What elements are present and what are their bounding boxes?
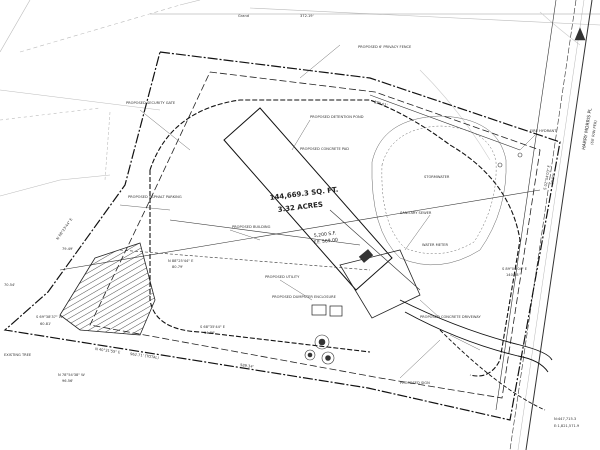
- bottom-left-bearing: N 78°54'38" W: [58, 373, 85, 377]
- note-building: PROPOSED BUILDING: [232, 225, 271, 229]
- driveway: [399, 299, 553, 411]
- note-utility: PROPOSED UTILITY: [265, 275, 300, 279]
- north-arrow-icon: [574, 27, 586, 41]
- note-fence: PROPOSED 6' PRIVACY FENCE: [358, 45, 412, 49]
- note-sign: PROPOSED SIGN: [400, 381, 430, 385]
- setback-lines: [89, 71, 541, 399]
- bearing-lower-left: S 69°38'37" W: [36, 315, 63, 319]
- note-tree: EXISTING TREE: [4, 353, 32, 357]
- coord-n: N:447,715.3: [554, 417, 576, 421]
- proposed-building: [223, 107, 421, 319]
- property-boundary: [3, 51, 561, 421]
- right-dim2: 20.00': [550, 173, 556, 185]
- building-area-label: 5,200 S.F.: [314, 230, 337, 239]
- coord-e: E:1,821,571.9: [554, 424, 580, 428]
- stormwater-label: STORMWATER: [424, 175, 450, 179]
- bearing-top: 289.61': [374, 100, 388, 107]
- leader-lines: [119, 44, 536, 379]
- bottom-bearing: N 40°31'55" E: [95, 347, 121, 355]
- existing-trees: [304, 152, 523, 365]
- note-parking: PROPOSED ASPHALT PARKING: [128, 195, 182, 199]
- road-right-label2: (60' R/W PER): [590, 119, 598, 145]
- right-bearing: S 89°04'04" E: [502, 267, 528, 271]
- dumpster-enclosure: [311, 304, 343, 317]
- note-water-meter: WATER METER: [422, 243, 448, 247]
- bottom-dim: 589.34': [240, 363, 254, 369]
- dim-lower-left: 60.81': [40, 322, 51, 326]
- note-concrete-pad: PROPOSED CONCRETE PAD: [300, 147, 349, 151]
- dim-inner: 80.79': [172, 265, 183, 269]
- dim-left2: 70.54': [4, 283, 15, 287]
- bottom-total: 962.71' (TOTAL): [130, 352, 160, 360]
- note-dumpster: PROPOSED DUMPSTER ENCLOSURE: [272, 295, 337, 299]
- dim-left: 79.49': [62, 247, 73, 251]
- bottom-left-dim: 96.56': [62, 379, 73, 383]
- neighbor-lines: [0, 0, 600, 197]
- note-detention: PROPOSED DETENTION POND: [310, 115, 364, 119]
- right-dim: 140.38': [506, 273, 520, 277]
- asphalt-parking-hatch: [59, 242, 156, 336]
- building-ff-label: F.F. 569.00: [314, 237, 339, 246]
- bearing-inner: N 88°25'44" E: [168, 259, 194, 263]
- bearing-mid: S 68°35'44" E: [200, 325, 226, 329]
- note-sanitary: SANITARY SEWER: [400, 211, 432, 215]
- dim-mid: 34.86': [204, 331, 215, 335]
- fence-line: [149, 99, 521, 377]
- note-hydrant: FIRE HYDRANT: [530, 129, 557, 133]
- note-driveway: PROPOSED CONCRETE DRIVEWAY: [420, 315, 481, 319]
- note-gate: PROPOSED SECURITY GATE: [126, 101, 176, 105]
- road-top-dim: 372.19': [300, 14, 314, 18]
- road-top-label: Grand: [238, 14, 249, 18]
- stormwater-pond: [371, 115, 507, 266]
- right-bearing2: S 02°54'03" E: [543, 164, 551, 190]
